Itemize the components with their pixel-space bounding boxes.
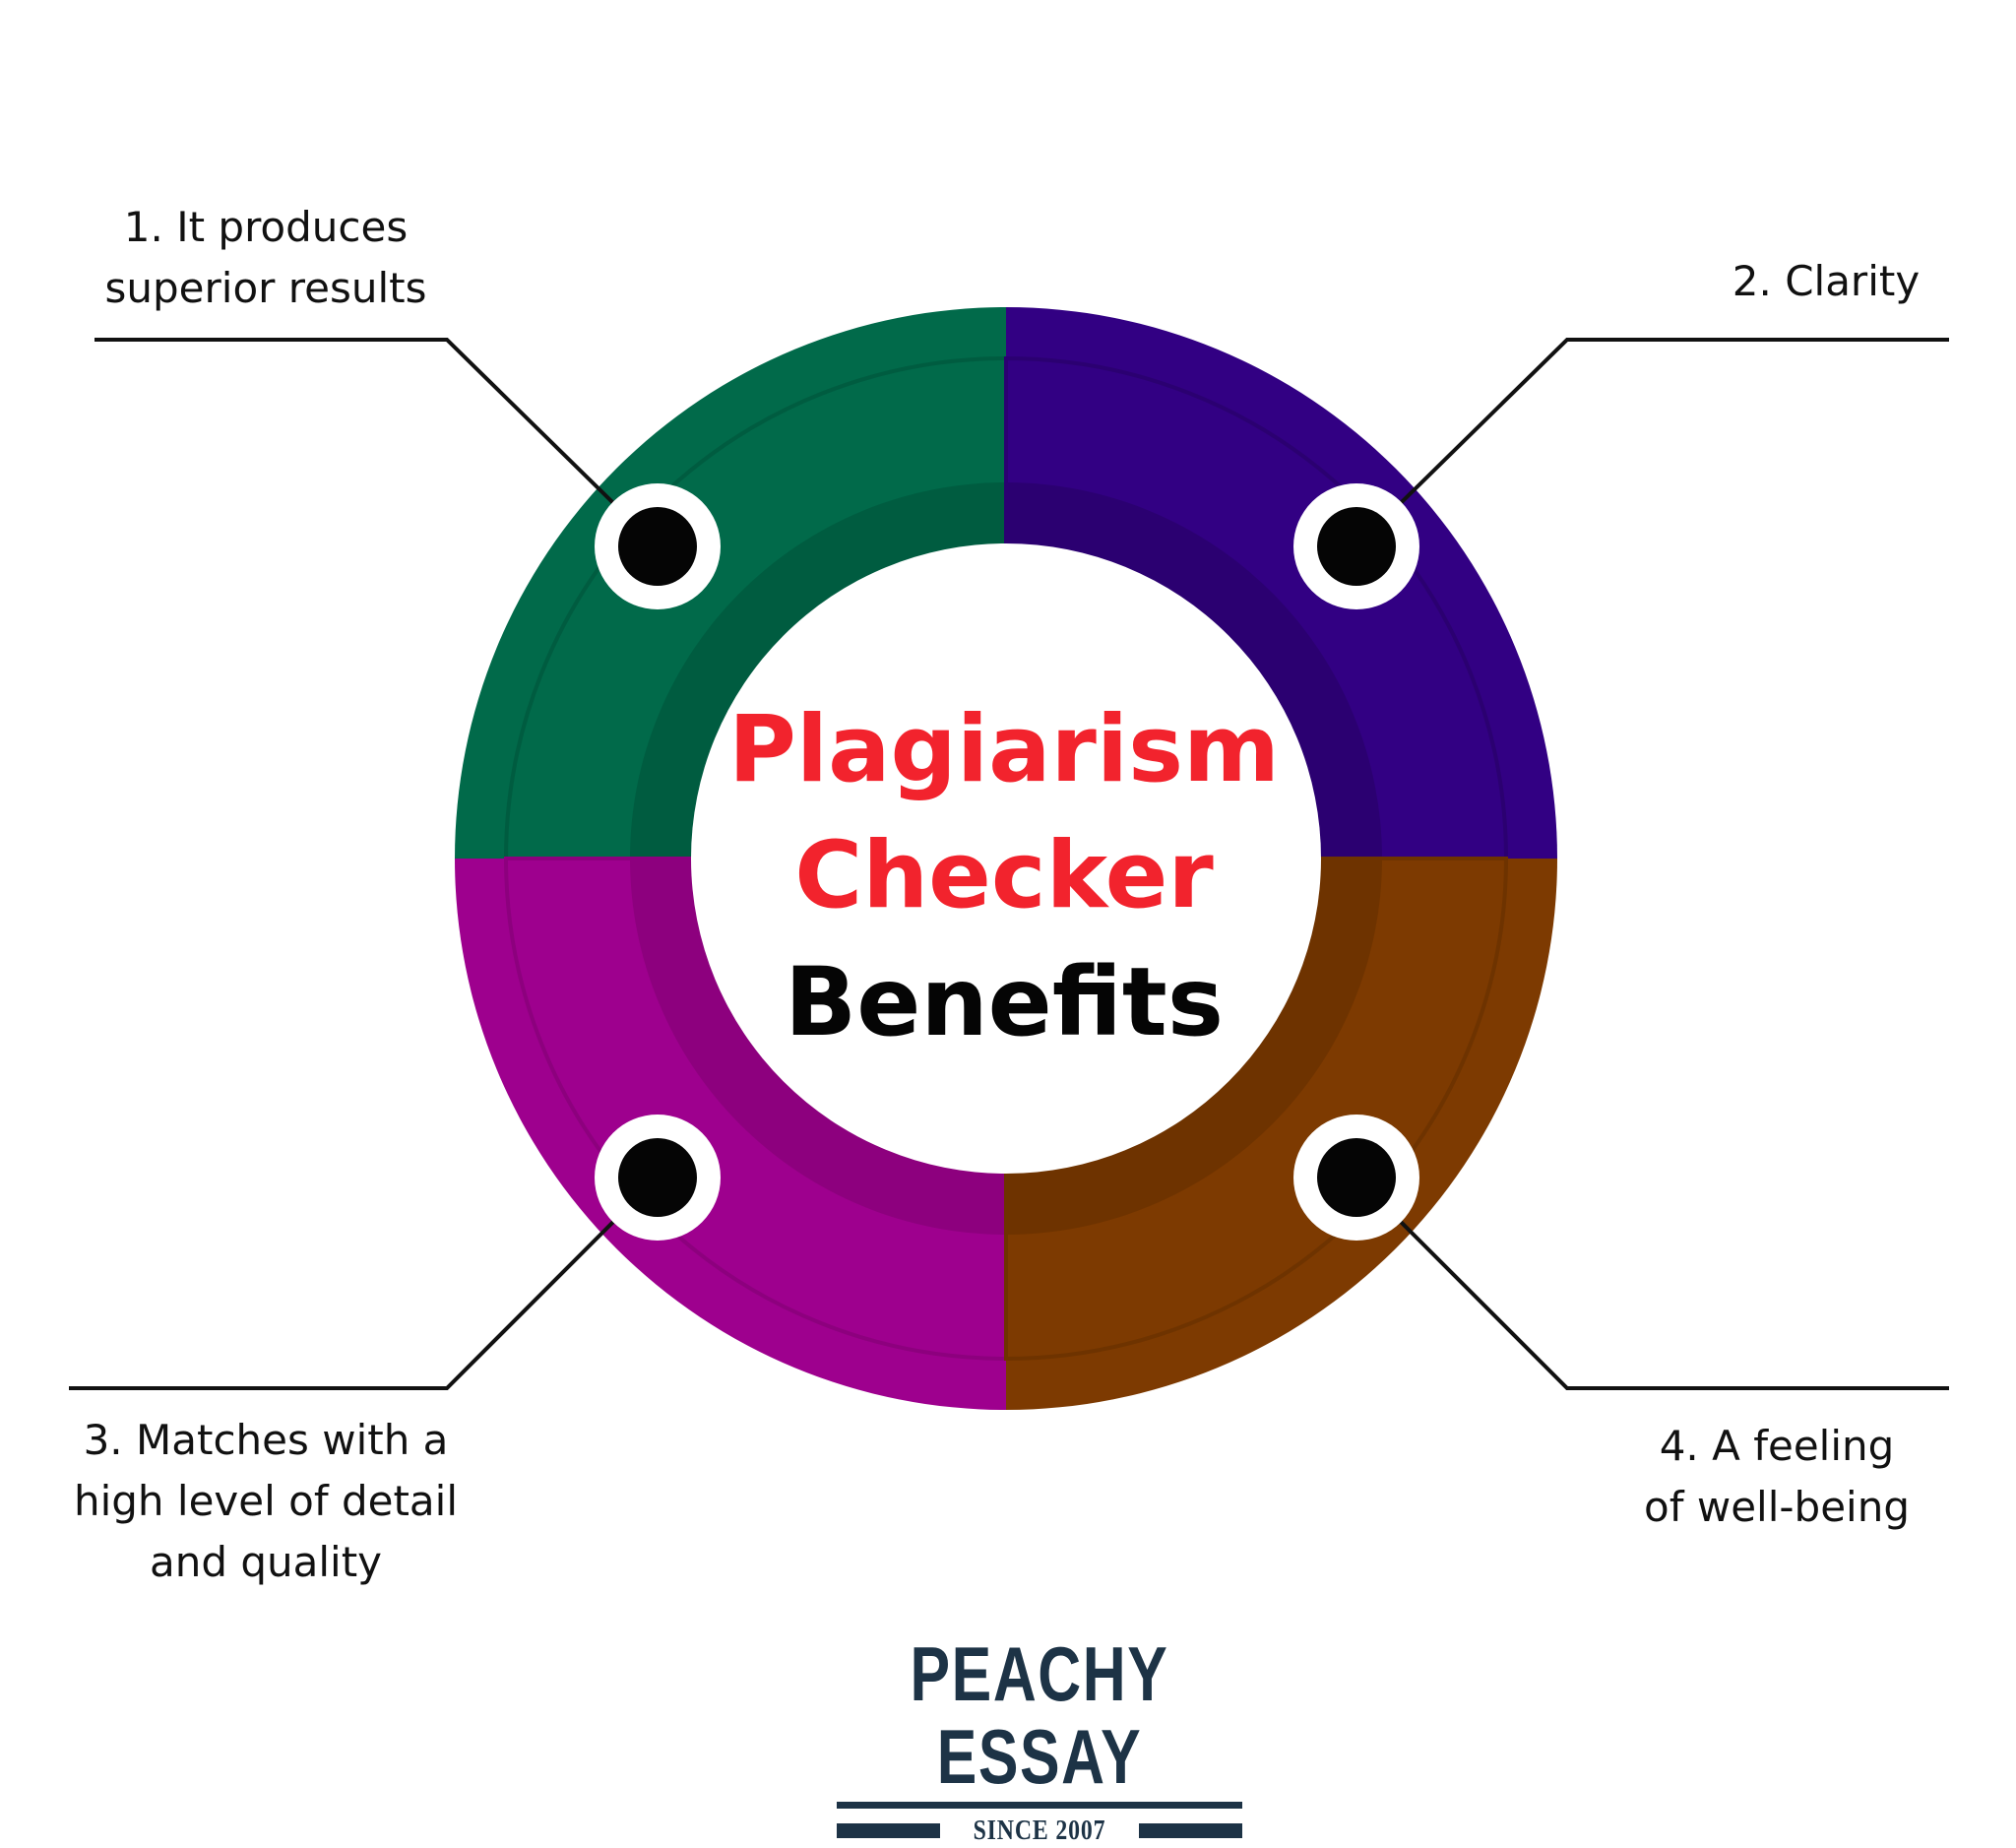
connector-line-4 [1354,1176,1949,1390]
center-circle [691,543,1321,1174]
benefit-4-line-1: 4. A feeling [1659,1422,1895,1470]
logo-bottom-band: SINCE 2007 [837,1815,1242,1848]
benefit-1-line-2: superior results [104,264,427,312]
title-line-checker: Checker [794,822,1214,929]
connector-line-1 [94,338,660,548]
logo-rule [837,1802,1242,1809]
title-line-plagiarism: Plagiarism [728,696,1280,803]
benefit-3-line-1: 3. Matches with a [83,1416,449,1464]
peachy-essay-logo: PEACHY ESSAY SINCE 2007 [837,1632,1242,1848]
benefit-label-4: 4. A feeling of well-being [1595,1416,1959,1538]
segment-markers [595,483,1419,1241]
connector-line-3 [69,1176,660,1390]
benefit-3-line-2: high level of detail [73,1477,459,1525]
benefit-2-line-1: 2. Clarity [1732,257,1921,305]
benefit-1-line-1: 1. It produces [123,203,409,251]
marker-dot-3 [618,1138,697,1217]
connector-line-2 [1354,338,1949,548]
title-line-benefits: Benefits [785,947,1224,1057]
connector-lines [69,338,1949,1390]
logo-bar-left [837,1823,940,1838]
benefit-label-1: 1. It produces superior results [94,197,438,319]
benefit-4-line-2: of well-being [1644,1483,1910,1531]
marker-dot-1 [618,507,697,586]
logo-wordmark: PEACHY ESSAY [910,1630,1169,1800]
benefits-ring-diagram [69,307,1949,1410]
marker-dot-2 [1317,507,1396,586]
logo-bar-right [1139,1823,1242,1838]
benefit-label-2: 2. Clarity [1614,251,2016,312]
benefit-3-line-3: and quality [149,1538,383,1586]
marker-dot-4 [1317,1138,1396,1217]
logo-since-text: SINCE 2007 [973,1816,1106,1846]
benefit-label-3: 3. Matches with a high level of detail a… [59,1410,472,1593]
center-title: Plagiarism Checker Benefits [689,687,1319,1065]
